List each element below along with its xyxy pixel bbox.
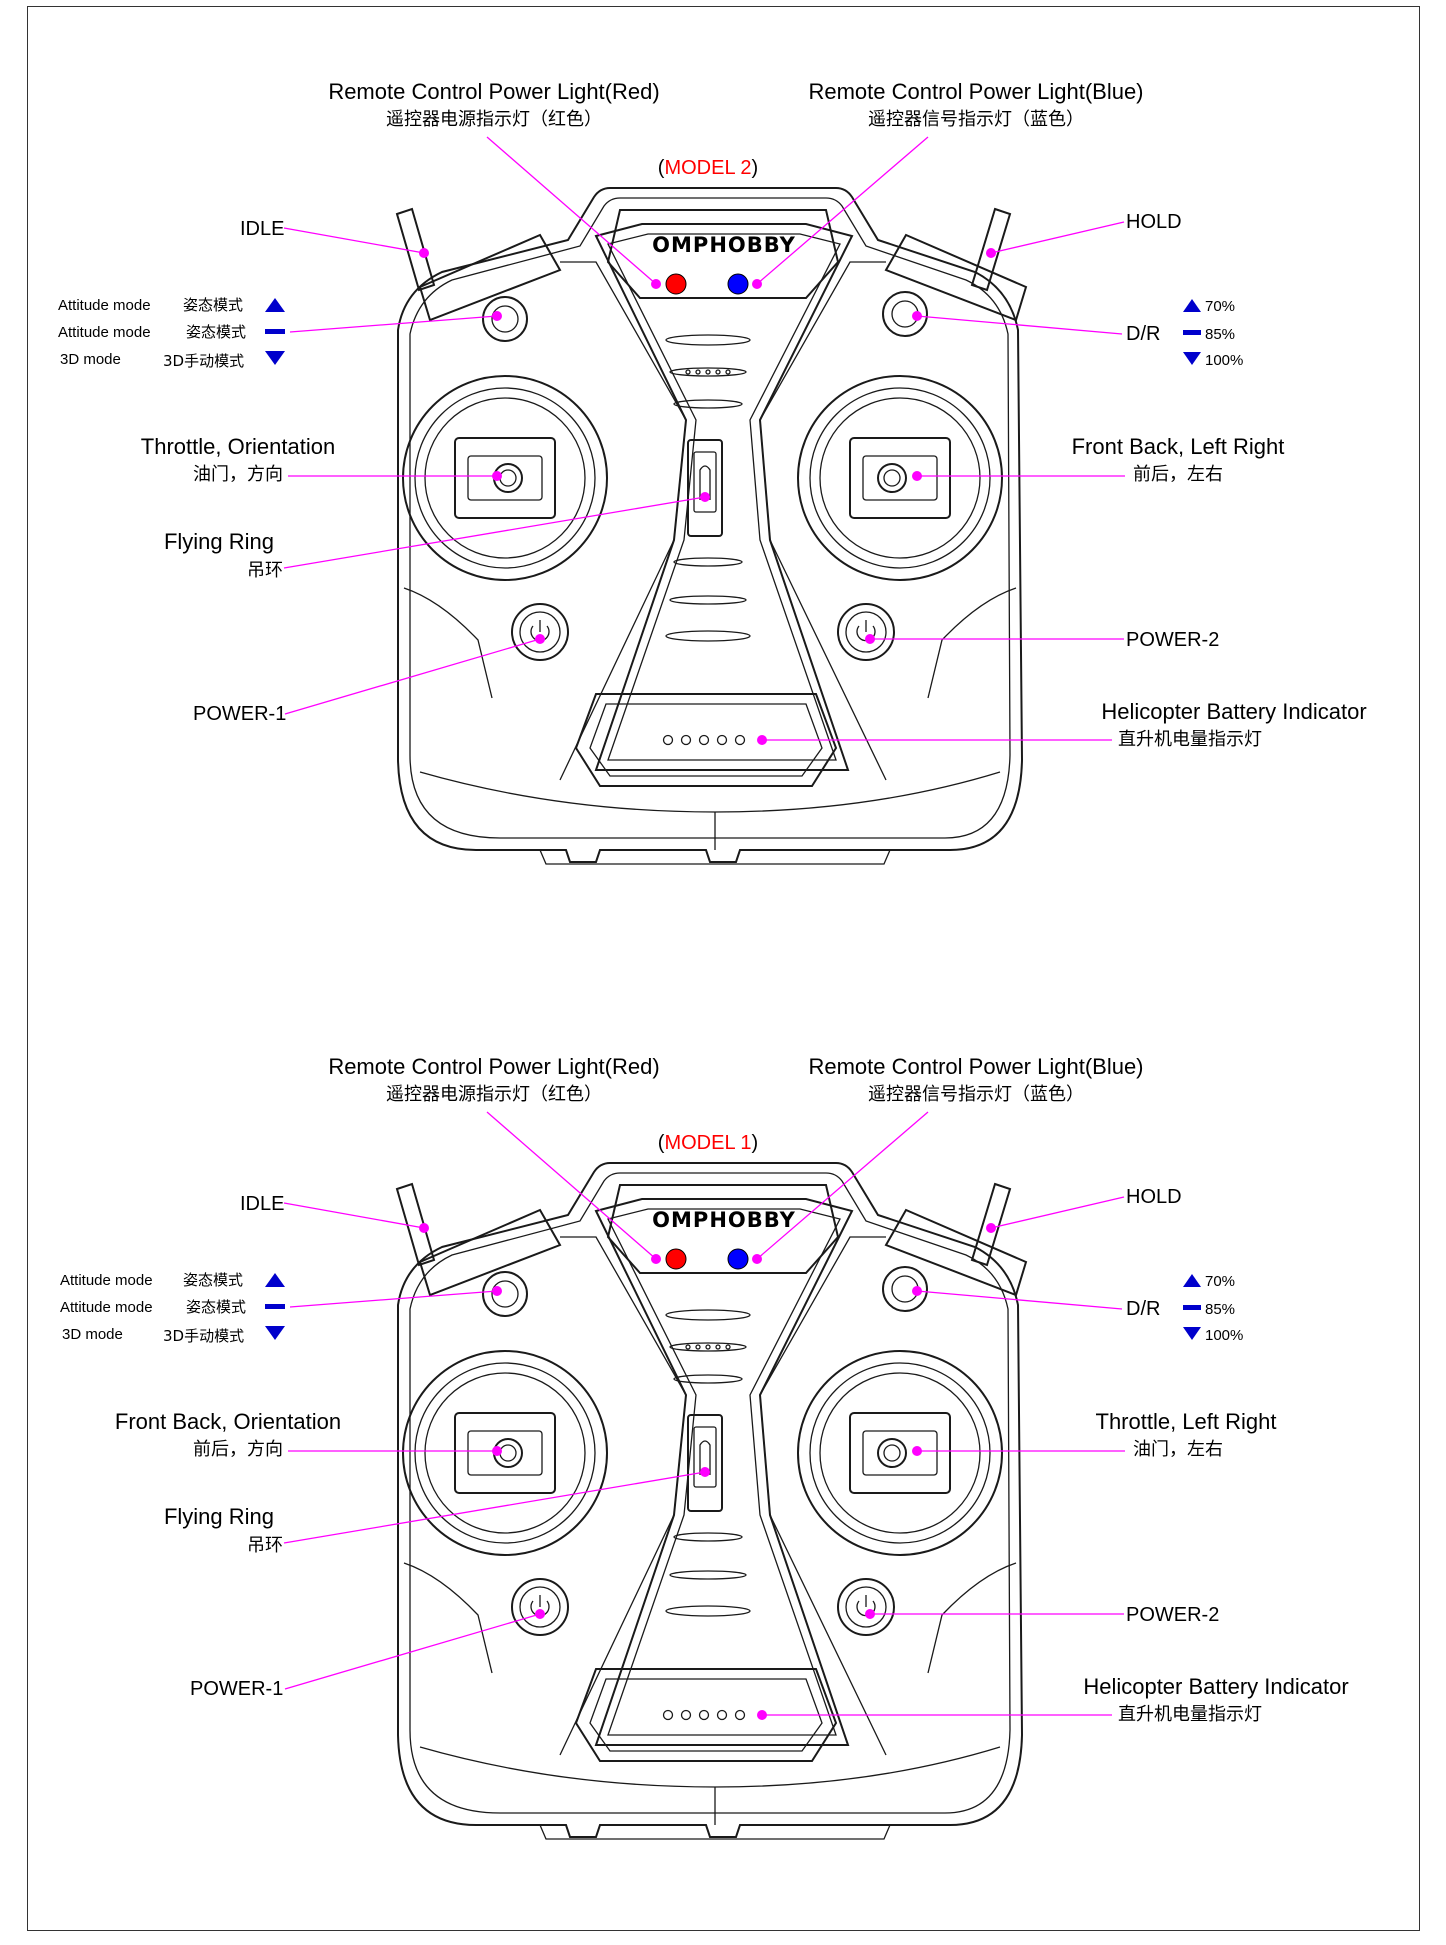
- power-led: [665, 273, 687, 295]
- dr-mid-icon: [1183, 330, 1201, 335]
- left-stick-label-zh: 前后，方向: [193, 1439, 283, 1460]
- hold-label: HOLD: [1126, 1186, 1182, 1208]
- battery-label: Helicopter Battery Indicator: [1083, 1674, 1348, 1699]
- mode-2-en: Attitude mode: [58, 324, 151, 341]
- mode-up-icon: [265, 1273, 285, 1287]
- dr-up-icon: [1183, 1274, 1201, 1287]
- signal-light-label-zh: 遥控器信号指示灯（蓝色）: [868, 1084, 1084, 1105]
- dr-85: 85%: [1205, 326, 1235, 343]
- ring-label: Flying Ring: [164, 529, 274, 554]
- right-stick-label: Front Back, Left Right: [1072, 434, 1285, 459]
- mode-3-en: 3D mode: [60, 351, 121, 368]
- model-title: (MODEL 2): [658, 157, 758, 179]
- mode-mid-icon: [265, 329, 285, 334]
- power1-label: POWER-1: [193, 703, 286, 725]
- power-light-label-zh: 遥控器电源指示灯（红色）: [386, 1084, 602, 1105]
- dr-70: 70%: [1205, 298, 1235, 315]
- brand-logo: OMPHOBBY: [652, 1208, 796, 1232]
- signal-light-label: Remote Control Power Light(Blue): [808, 79, 1143, 104]
- left-stick-label: Throttle, Orientation: [141, 434, 335, 459]
- transmitter-outline: [396, 1162, 1027, 1840]
- ring-label-zh: 吊环: [247, 1535, 283, 1556]
- dr-label: D/R: [1126, 1298, 1160, 1320]
- battery-label-zh: 直升机电量指示灯: [1118, 729, 1262, 750]
- mode-3-zh: 3D手动模式: [163, 352, 244, 370]
- mode-1-en: Attitude mode: [58, 297, 151, 314]
- mode-1-zh: 姿态模式: [183, 296, 243, 314]
- power1-label: POWER-1: [190, 1678, 283, 1700]
- power2-label: POWER-2: [1126, 1604, 1219, 1626]
- idle-label: IDLE: [240, 1193, 284, 1215]
- power2-label: POWER-2: [1126, 629, 1219, 651]
- brand-logo: OMPHOBBY: [652, 233, 796, 257]
- signal-led: [727, 273, 749, 295]
- idle-label: IDLE: [240, 218, 284, 240]
- model-title: (MODEL 1): [658, 1132, 758, 1154]
- mode-2-zh: 姿态模式: [186, 1298, 246, 1316]
- dr-up-icon: [1183, 299, 1201, 312]
- dr-100: 100%: [1205, 352, 1243, 369]
- transmitter-diagram-model-1: OMPHOBBY (MODEL 1) Remote Control Power …: [60, 1054, 1349, 1840]
- page-border: [27, 6, 1420, 1931]
- dr-85: 85%: [1205, 1301, 1235, 1318]
- mode-1-en: Attitude mode: [60, 1272, 153, 1289]
- mode-2-zh: 姿态模式: [186, 323, 246, 341]
- mode-3-en: 3D mode: [62, 1326, 123, 1343]
- ring-label-zh: 吊环: [247, 560, 283, 581]
- mode-1-zh: 姿态模式: [183, 1271, 243, 1289]
- power-led: [665, 1248, 687, 1270]
- mode-mid-icon: [265, 1304, 285, 1309]
- right-stick-label-zh: 前后，左右: [1133, 464, 1223, 485]
- mode-3-zh: 3D手动模式: [163, 1327, 244, 1345]
- mode-down-icon: [265, 1326, 285, 1340]
- mode-2-en: Attitude mode: [60, 1299, 153, 1316]
- mode-down-icon: [265, 351, 285, 365]
- power-light-label-zh: 遥控器电源指示灯（红色）: [386, 109, 602, 130]
- dr-70: 70%: [1205, 1273, 1235, 1290]
- mode-up-icon: [265, 298, 285, 312]
- dr-down-icon: [1183, 1327, 1201, 1340]
- dr-down-icon: [1183, 352, 1201, 365]
- right-stick-label: Throttle, Left Right: [1096, 1409, 1277, 1434]
- dr-label: D/R: [1126, 323, 1160, 345]
- left-stick-label-zh: 油门，方向: [193, 464, 283, 485]
- power-light-label: Remote Control Power Light(Red): [328, 79, 659, 104]
- signal-light-label-zh: 遥控器信号指示灯（蓝色）: [868, 109, 1084, 130]
- left-stick-label: Front Back, Orientation: [115, 1409, 341, 1434]
- signal-light-label: Remote Control Power Light(Blue): [808, 1054, 1143, 1079]
- right-stick-label-zh: 油门，左右: [1133, 1439, 1223, 1460]
- signal-led: [727, 1248, 749, 1270]
- dr-100: 100%: [1205, 1327, 1243, 1344]
- battery-label-zh: 直升机电量指示灯: [1118, 1704, 1262, 1725]
- transmitter-outline: [396, 187, 1027, 865]
- transmitter-diagram-model-2: OMPHOBBY (MODEL 2) Remote Control Power …: [58, 79, 1367, 865]
- hold-label: HOLD: [1126, 211, 1182, 233]
- battery-label: Helicopter Battery Indicator: [1101, 699, 1366, 724]
- power-light-label: Remote Control Power Light(Red): [328, 1054, 659, 1079]
- ring-label: Flying Ring: [164, 1504, 274, 1529]
- dr-mid-icon: [1183, 1305, 1201, 1310]
